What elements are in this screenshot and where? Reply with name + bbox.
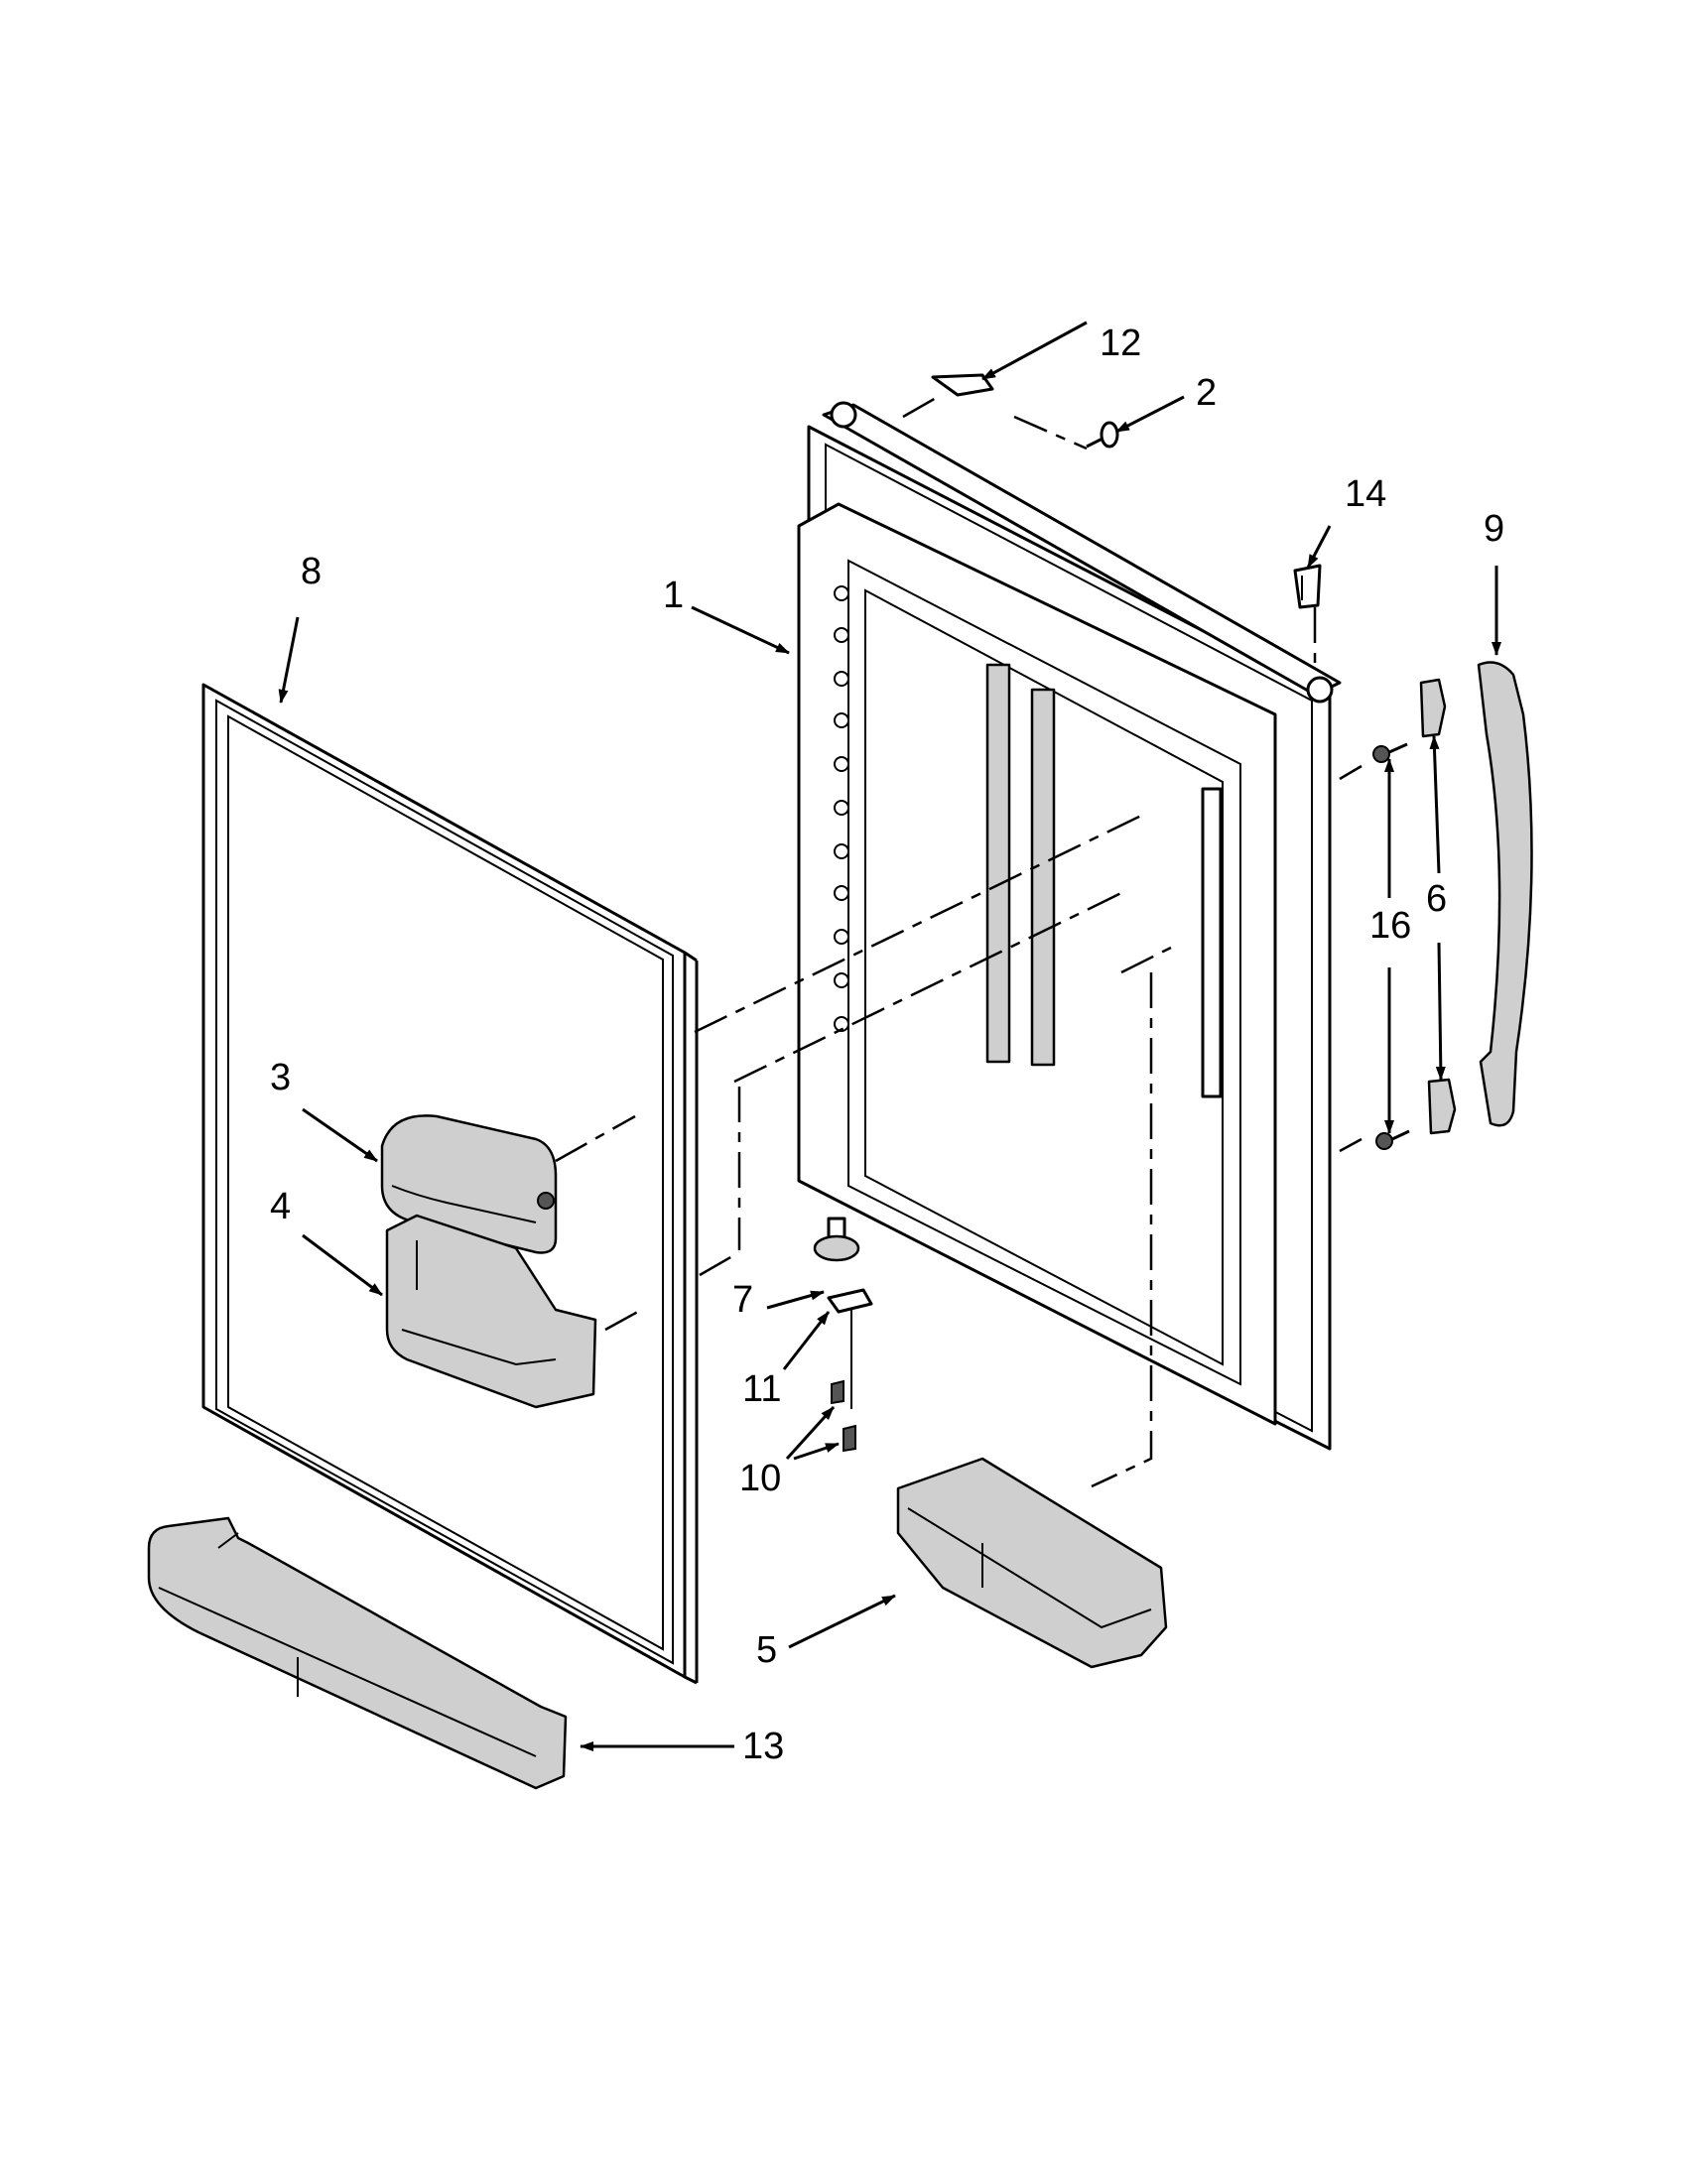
- plug-part-14: [1293, 564, 1322, 609]
- handle-part-9: [1477, 661, 1533, 1127]
- hinge-brackets-part-6: [1419, 678, 1457, 1135]
- callout-16: 16: [1369, 905, 1411, 947]
- callout-7: 7: [732, 1279, 753, 1321]
- callout-9: 9: [1484, 508, 1504, 550]
- dispenser-tray-part-4: [385, 1214, 597, 1409]
- alignment-lines: [555, 395, 1363, 1488]
- door-liner-part-1: [797, 401, 1342, 1451]
- callout-13: 13: [742, 1726, 784, 1767]
- door-bin-part-13: [147, 1516, 568, 1790]
- callout-5: 5: [756, 1629, 777, 1671]
- hinge-assembly-parts-7-10-11: [813, 1217, 873, 1453]
- callout-12: 12: [1100, 322, 1141, 364]
- leader-arrows: [278, 321, 1501, 1751]
- liner-shelf-supports: [834, 585, 849, 1032]
- callout-labels: 12 2 14 9 8 1 16 6 3 4 7 11 10 5 13: [270, 322, 1504, 1767]
- screw-part-2: [1086, 421, 1119, 449]
- callout-4: 4: [270, 1186, 291, 1227]
- callout-1: 1: [663, 575, 684, 616]
- clip-part-12: [931, 373, 994, 397]
- callout-10: 10: [739, 1458, 781, 1499]
- callout-8: 8: [301, 551, 322, 592]
- screws-part-16: [1372, 742, 1410, 1150]
- callout-3: 3: [270, 1057, 291, 1098]
- door-bin-part-5: [896, 1457, 1168, 1669]
- callout-2: 2: [1196, 372, 1217, 414]
- callout-14: 14: [1345, 473, 1386, 515]
- callout-6: 6: [1426, 878, 1447, 920]
- callout-11: 11: [742, 1368, 781, 1410]
